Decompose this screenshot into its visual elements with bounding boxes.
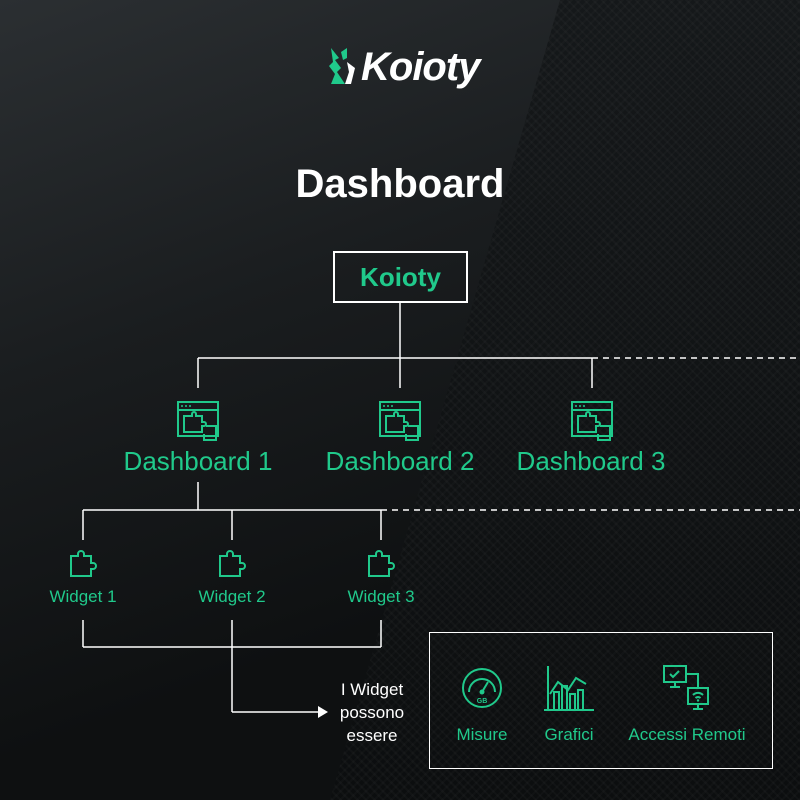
- brand-logo: Koioty: [325, 44, 480, 90]
- dashboard-3-label: Dashboard 3: [516, 446, 666, 476]
- brand-name: Koioty: [361, 44, 480, 89]
- dashboard-window-icon: [379, 401, 421, 441]
- puzzle-piece-icon: [219, 550, 246, 577]
- widget-types-panel: [429, 632, 773, 769]
- feature-accessi-remoti-label: Accessi Remoti: [628, 725, 746, 744]
- gauge-icon: GB: [462, 668, 502, 708]
- widget-1-label: Widget 1: [49, 587, 117, 606]
- dashboard-window-icon: [177, 401, 219, 441]
- bar-chart-icon: [544, 666, 594, 711]
- feature-grafici-label: Grafici: [544, 725, 594, 744]
- dashboard-window-icon: [571, 401, 613, 441]
- note-line: essere: [346, 726, 398, 745]
- page-title: Dashboard: [295, 162, 505, 206]
- widget-note: I Widget possono essere: [332, 678, 412, 747]
- root-label: Koioty: [360, 261, 441, 292]
- widget-2-label: Widget 2: [198, 587, 266, 606]
- dashboard-1-label: Dashboard 1: [123, 446, 273, 476]
- remote-access-icon: [663, 665, 709, 710]
- puzzle-piece-icon: [368, 550, 395, 577]
- note-line: possono: [339, 703, 405, 722]
- note-line: I Widget: [340, 680, 404, 699]
- puzzle-piece-icon: [70, 550, 97, 577]
- svg-text:GB: GB: [477, 698, 488, 705]
- feature-misure-label: Misure: [456, 725, 508, 744]
- root-node: Koioty: [333, 251, 468, 303]
- widget-3-label: Widget 3: [347, 587, 415, 606]
- dashboard-2-label: Dashboard 2: [325, 446, 475, 476]
- koioty-logo-icon: [329, 48, 355, 84]
